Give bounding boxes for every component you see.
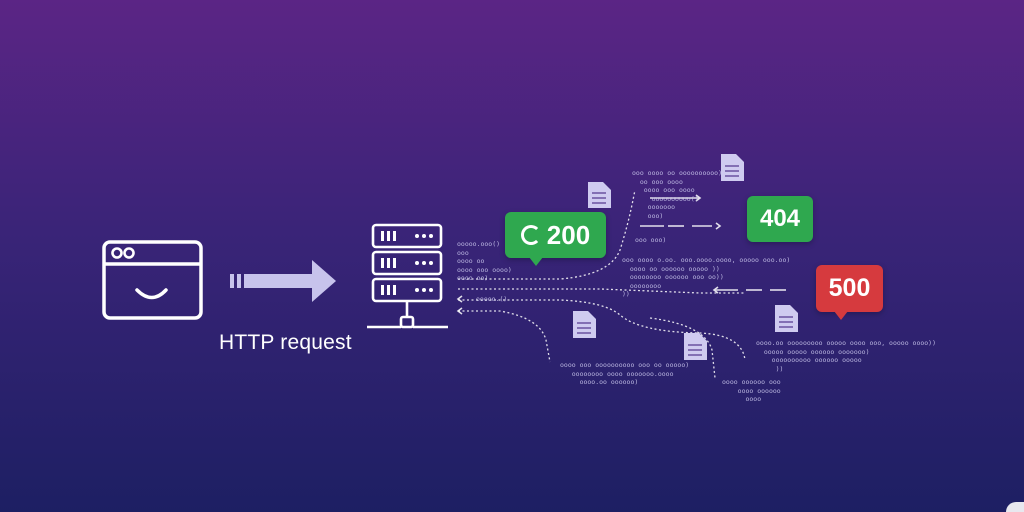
- document-icon: [573, 154, 798, 360]
- code-snippet: ooooo.ooo() ooo oooo oo oooo ooo oooo) o…: [457, 240, 512, 283]
- badge-tail: [529, 257, 543, 266]
- status-code-404: 404: [759, 205, 801, 232]
- spinner-icon: [520, 225, 541, 245]
- status-badge-500: 500: [816, 265, 883, 320]
- server-rack-icon: [367, 223, 448, 329]
- code-snippet: oooo oooooo ooo oooo oooooo oooo: [722, 378, 781, 404]
- http-request-label: HTTP request: [219, 331, 352, 354]
- code-snippet: ooo oooo oo oooooooooo) oo ooo oooo oooo…: [632, 169, 723, 220]
- document-lines: [577, 165, 793, 356]
- arrow-right-icon: [230, 260, 336, 302]
- small-arrows: [456, 194, 786, 315]
- corner-mark: [1006, 502, 1024, 512]
- status-code-500: 500: [828, 274, 871, 302]
- code-snippet: ooooo.(): [476, 295, 508, 303]
- badge-tail: [834, 311, 848, 320]
- status-badge-200: 200: [505, 212, 606, 266]
- code-snippet: oooo ooo oooooooooo ooo oo ooooo) oooooo…: [560, 361, 690, 387]
- browser-window-icon: [102, 240, 203, 320]
- code-snippet: ooo oooo o.oo. ooo.oooo.oooo, ooooo ooo.…: [622, 256, 791, 299]
- code-snippet: oooo.oo ooooooooo ooooo oooo ooo, ooooo …: [756, 339, 937, 373]
- status-badge-404: 404: [747, 196, 813, 242]
- flow-lines: [458, 189, 746, 379]
- status-code-200: 200: [546, 219, 591, 250]
- code-snippet: ooo ooo): [635, 236, 667, 244]
